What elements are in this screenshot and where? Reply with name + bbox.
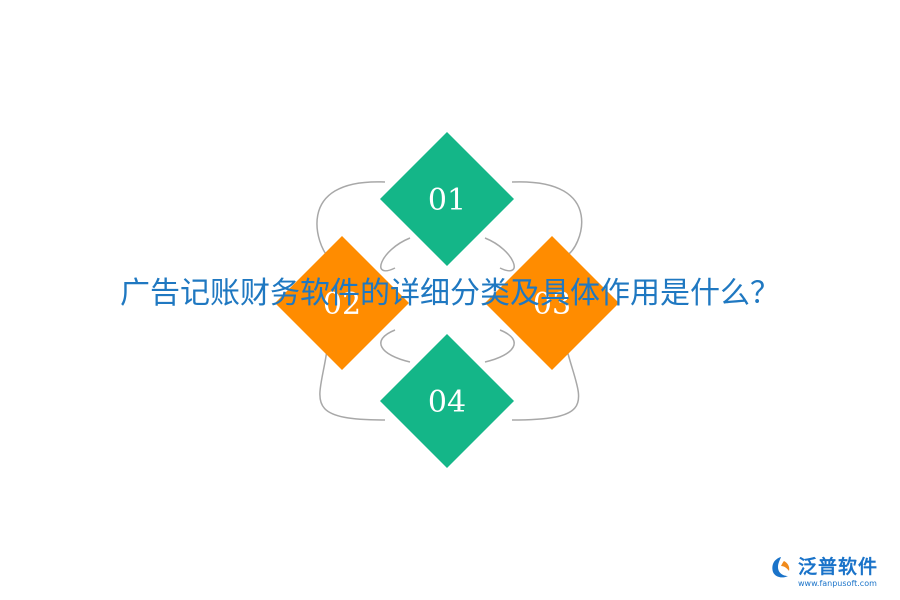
diamond-01-label: 01	[428, 183, 466, 218]
diamond-03-label: 03	[533, 287, 571, 322]
brand-url: www.fanpusoft.com	[798, 579, 877, 588]
diamond-02: 02	[275, 236, 409, 370]
diamond-04-label: 04	[428, 385, 466, 420]
brand-mark-icon	[772, 557, 790, 578]
outer-connector-right	[511, 181, 583, 421]
brand-logo[interactable]: 泛普软件 www.fanpusoft.com	[768, 552, 893, 596]
outer-connector-left	[316, 181, 386, 421]
page-title: 广告记账财务软件的详细分类及具体作用是什么？	[120, 276, 780, 311]
diamond-01: 01	[380, 132, 514, 266]
diamond-02-label: 02	[323, 287, 361, 322]
brand-name: 泛普软件	[798, 556, 879, 578]
diamond-04: 04	[380, 334, 514, 468]
inner-connector	[380, 237, 515, 363]
diamond-03: 03	[485, 236, 619, 370]
